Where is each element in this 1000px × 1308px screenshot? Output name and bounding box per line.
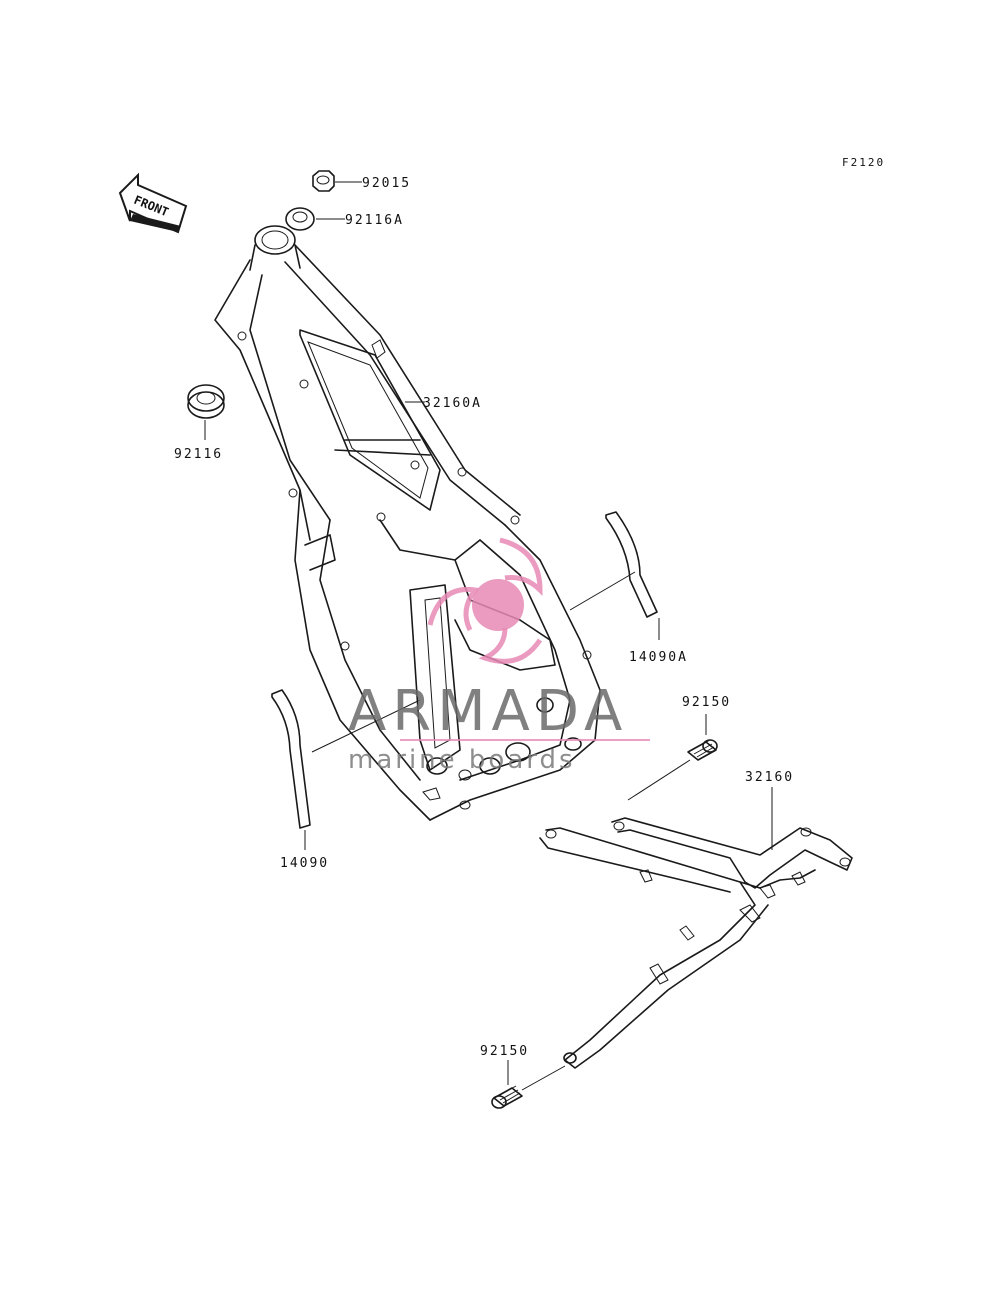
part-label-92150-upper: 92150 <box>682 695 731 710</box>
leader-92150-lower-sub <box>521 1065 566 1091</box>
bushing-icon <box>285 207 315 231</box>
watermark: ARMADA marine boards <box>348 537 650 775</box>
subframe-drawing <box>539 817 853 1069</box>
part-label-92015: 92015 <box>362 176 411 191</box>
watermark-logo-icon <box>427 537 543 664</box>
nut-icon <box>312 170 335 192</box>
part-label-92150-lower: 92150 <box>480 1044 529 1059</box>
bearing-icon <box>187 384 225 419</box>
part-label-32160: 32160 <box>745 770 794 785</box>
main-frame-drawing <box>214 225 601 821</box>
part-label-32160a: 32160A <box>423 396 482 411</box>
front-arrow-icon: FRONT <box>118 172 188 234</box>
frame-pad-left-icon <box>271 689 311 829</box>
bolt-lower-icon <box>491 1085 523 1109</box>
leader-14090-frame <box>311 699 421 753</box>
part-label-92116a: 92116A <box>345 213 404 228</box>
leader-14090a-frame <box>569 571 636 611</box>
part-label-92116: 92116 <box>174 447 223 462</box>
part-label-14090: 14090 <box>280 856 329 871</box>
leader-92150-upper-sub <box>627 759 691 801</box>
frame-pad-right-icon <box>605 511 658 618</box>
watermark-title: ARMADA <box>348 679 628 744</box>
diagram-code: F2120 <box>842 156 885 169</box>
bolt-upper-icon <box>687 739 718 761</box>
part-label-14090a: 14090A <box>629 650 688 665</box>
watermark-subtitle: marine boards <box>348 745 576 775</box>
